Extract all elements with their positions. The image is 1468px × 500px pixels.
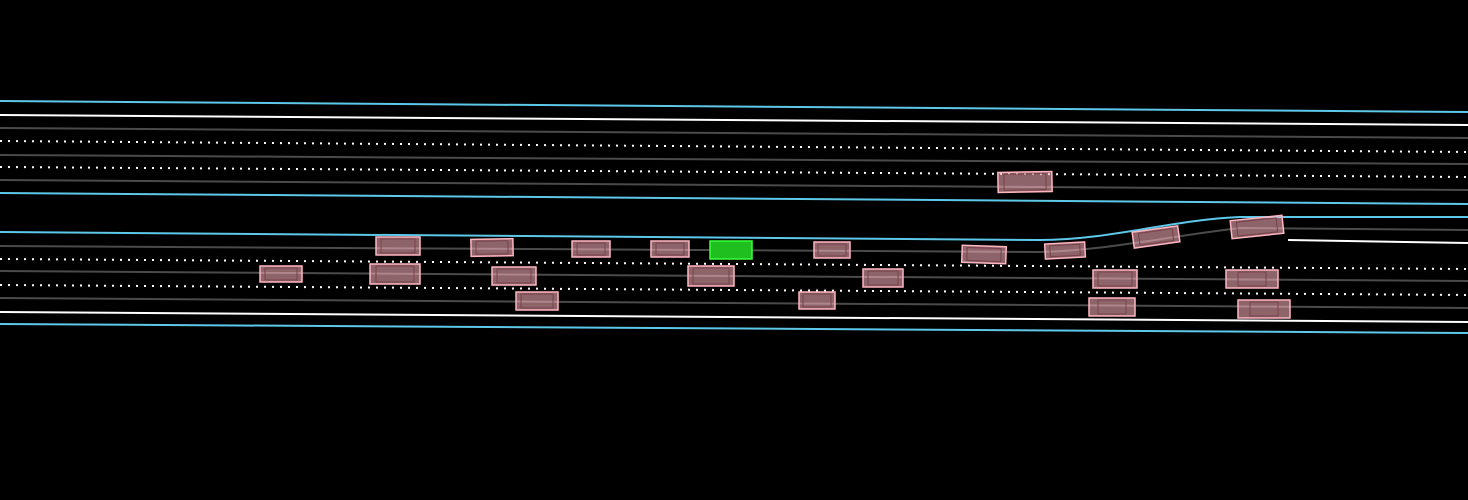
vehicle-box — [798, 291, 836, 310]
vehicle-box — [491, 266, 537, 286]
vehicle-box — [470, 237, 514, 258]
vehicle-box — [1043, 241, 1087, 260]
upper-lane-center-2 — [0, 154, 1468, 165]
lower-road-edge-bottom — [0, 323, 1468, 334]
vehicle-box — [369, 263, 421, 285]
upper-solid-line — [0, 114, 1468, 126]
vehicle-box — [375, 236, 421, 256]
vehicle-box — [571, 240, 611, 258]
lower-road-edge-top — [0, 216, 1468, 242]
vehicle-box — [650, 240, 690, 258]
vehicles — [259, 170, 1291, 319]
vehicle-box — [687, 265, 735, 287]
lower-solid-line — [0, 311, 1468, 323]
vehicle-box — [1131, 225, 1181, 249]
vehicle-box — [1225, 269, 1279, 289]
lower-lane-center-2 — [0, 297, 1468, 309]
vehicle-box — [1092, 269, 1138, 289]
vehicle-box — [259, 265, 303, 283]
vehicle-box — [997, 170, 1053, 194]
vehicle-box — [1237, 299, 1291, 319]
vehicle-box — [1088, 297, 1136, 317]
ego-vehicle — [709, 240, 753, 260]
vehicle-box — [813, 241, 851, 259]
vehicle-box — [515, 291, 559, 311]
upper-lane-center-3 — [0, 179, 1468, 191]
upper-roadway — [0, 100, 1468, 205]
upper-lane-center-1 — [0, 127, 1468, 139]
vehicle-box — [862, 268, 904, 288]
lower-merge-solid-line — [1287, 239, 1468, 244]
vehicle-box — [1229, 214, 1285, 240]
upper-road-edge-top — [0, 100, 1468, 113]
upper-road-edge-bottom — [0, 192, 1468, 205]
vehicle-box — [960, 244, 1008, 265]
